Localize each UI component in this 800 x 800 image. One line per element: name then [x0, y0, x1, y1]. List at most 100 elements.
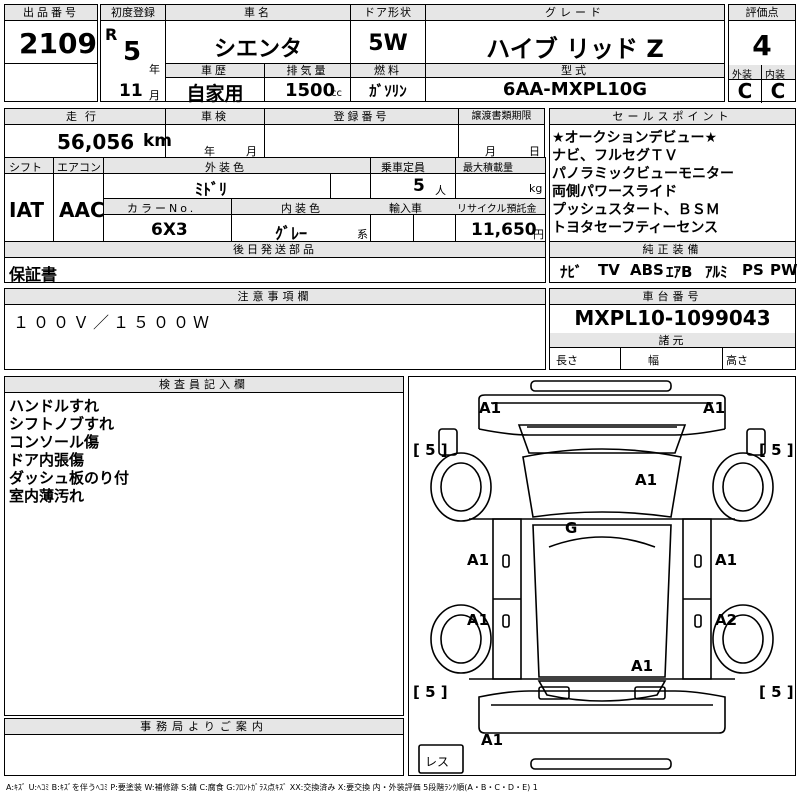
transfer-box: 譲渡書類期限 月 日	[458, 108, 545, 158]
fuel-label: 燃料	[351, 64, 425, 78]
later-parts-box: 後日発送部品 保証書	[4, 241, 546, 284]
registration-month: 11	[119, 81, 143, 101]
mark-rear-window: A1	[631, 657, 654, 675]
fuel: ｶﾞｿﾘﾝ	[369, 82, 407, 100]
grade-box: グレード ハイブ リッド Z	[425, 4, 725, 64]
mark-door-right-rear: A2	[715, 611, 738, 629]
later-parts: 保証書	[9, 265, 58, 284]
legend: A:ｷｽﾞ U:ﾍｺﾐ B:ｷｽﾞを伴うﾍｺﾐ P:要塗装 W:補修跡 S:錆 …	[6, 783, 538, 792]
overall-score: 4	[752, 29, 772, 62]
dims-label: 諸元	[550, 333, 795, 348]
import-label: 輸入車	[389, 202, 422, 215]
equipment-box: 純正装備 ﾅﾋﾞ TV ABS ｴｱB ｱﾙﾐ PS PW	[549, 241, 798, 283]
sales-point-line: ナビ、フルセグＴＶ	[552, 148, 678, 164]
mark-windshield: A1	[635, 471, 658, 489]
door-label: ドア形状	[351, 5, 425, 21]
model-code: 6AA-MXPL10G	[502, 79, 648, 100]
history-box: 車歴 自家用	[165, 63, 265, 105]
equipment-item: ABS	[630, 261, 664, 279]
lot-label: 出品番号	[5, 5, 97, 21]
mark-roof: G	[565, 519, 578, 537]
inspector-line: コンソール傷	[9, 433, 100, 451]
lot-number: 2109	[19, 27, 97, 60]
exterior-color: ﾐﾄﾞﾘ	[195, 180, 228, 199]
transfer-label: 譲渡書類期限	[459, 109, 544, 125]
later-parts-label: 後日発送部品	[5, 242, 545, 258]
shift: IAT	[9, 198, 45, 222]
office-label: 事務局よりご案内	[5, 719, 403, 735]
plate-label: 登録番号	[265, 109, 458, 125]
sales-points-label: セールスポイント	[550, 109, 795, 125]
recycle-label: リサイクル預託金	[457, 204, 537, 215]
mark-door-left-rear: A1	[467, 611, 490, 629]
exterior-score: C	[737, 79, 753, 103]
mark-front-left: A1	[479, 399, 502, 417]
plate-box: 登録番号	[264, 108, 459, 158]
door-box: ドア形状 5W	[350, 4, 426, 64]
mark-door-left-front: A1	[467, 551, 490, 569]
exterior-color-label: 外装色	[205, 161, 247, 174]
mileage: 56,056	[57, 130, 135, 154]
notes-text: １００Ｖ／１５００Ｗ	[13, 313, 214, 332]
inspection-box: 車検 年 月	[165, 108, 265, 158]
car-outline	[418, 380, 774, 774]
car-name-box: 車名 シエンタ	[165, 4, 351, 64]
displacement: 1500	[285, 80, 336, 101]
equipment-item: ﾅﾋﾞ	[560, 263, 583, 281]
model-label: 型式	[426, 64, 724, 78]
tire-rear-left: [ 5 ]	[413, 683, 448, 701]
aircon: AAC	[59, 198, 105, 222]
equipment-item: ｴｱB	[666, 263, 693, 281]
car-name: シエンタ	[213, 37, 302, 62]
equipment-item: ｱﾙﾐ	[705, 263, 728, 281]
displacement-box: 排気量 1500 cc	[264, 63, 351, 102]
grade-label: グレード	[426, 5, 724, 21]
tire-front-left: [ 5 ]	[413, 441, 448, 459]
interior-score: C	[770, 79, 786, 103]
interior-score-label: 内装	[765, 70, 785, 81]
mark-door-right-front: A1	[715, 551, 738, 569]
shift-label: シフト	[9, 161, 42, 174]
equipment-item: PW	[770, 261, 798, 279]
registration-year: 5	[123, 37, 142, 67]
mark-front-right: A1	[703, 399, 726, 417]
inspector-line: 室内薄汚れ	[9, 487, 85, 505]
tire-rear-right: [ 5 ]	[759, 683, 794, 701]
grade: ハイブ リッド Z	[486, 35, 664, 63]
score-box: 評価点 4 外装 内装 C C	[728, 4, 796, 103]
capacity: 5	[413, 176, 425, 196]
registration-label: 初度登録	[101, 5, 165, 21]
notes-box: 注意事項欄 １００Ｖ／１５００Ｗ	[4, 288, 546, 370]
damage-diagram: [ 5 ] [ 5 ] [ 5 ] [ 5 ] A1 A1 A1 G A1 A1…	[408, 376, 796, 776]
color-no-label: カラーNo.	[127, 202, 197, 215]
score-label: 評価点	[729, 5, 795, 21]
sales-point-line: パノラミックビューモニター	[552, 166, 734, 182]
inspector-box: 検査員記入欄 ハンドルすれ シフトノブすれ コンソール傷 ドア内張傷 ダッシュ板…	[4, 376, 404, 716]
color-number: 6X3	[151, 220, 188, 240]
inspector-label: 検査員記入欄	[5, 377, 403, 393]
spare-tire: レス	[425, 755, 450, 769]
inspector-line: ドア内張傷	[9, 451, 85, 469]
inspector-line: シフトノブすれ	[9, 415, 115, 433]
mileage-box: 走行 56,056 km	[4, 108, 172, 158]
equipment-item: TV	[598, 261, 620, 279]
interior-color-label: 内装色	[281, 202, 323, 215]
capacity-label: 乗車定員	[381, 161, 425, 174]
mark-rear-bumper: A1	[481, 731, 504, 749]
chassis-label: 車台番号	[550, 289, 795, 305]
interior-color: ｸﾞﾚｰ	[275, 224, 308, 243]
equipment-label: 純正装備	[550, 242, 795, 258]
history-label: 車歴	[166, 64, 264, 78]
recycle-fee: 11,650	[471, 220, 537, 240]
tire-front-right: [ 5 ]	[759, 441, 794, 459]
inspector-line: ハンドルすれ	[9, 397, 100, 415]
chassis-box: 車台番号 MXPL10-1099043 諸元 長さ 幅 高さ	[549, 288, 796, 370]
chassis-number: MXPL10-1099043	[574, 306, 771, 330]
sales-point-line: プッシュスタート、ＢＳＭ	[552, 202, 720, 218]
aircon-label: エアコン	[57, 161, 101, 174]
car-name-label: 車名	[166, 5, 350, 21]
registration-box: 初度登録 R 5 年 11 月	[100, 4, 166, 102]
door-type: 5W	[368, 31, 408, 56]
registration-era: R	[105, 25, 118, 44]
spec-box: シフト エアコン 外装色 乗車定員 最大積載量 IAT AAC ﾐﾄﾞﾘ 5 人…	[4, 157, 546, 243]
